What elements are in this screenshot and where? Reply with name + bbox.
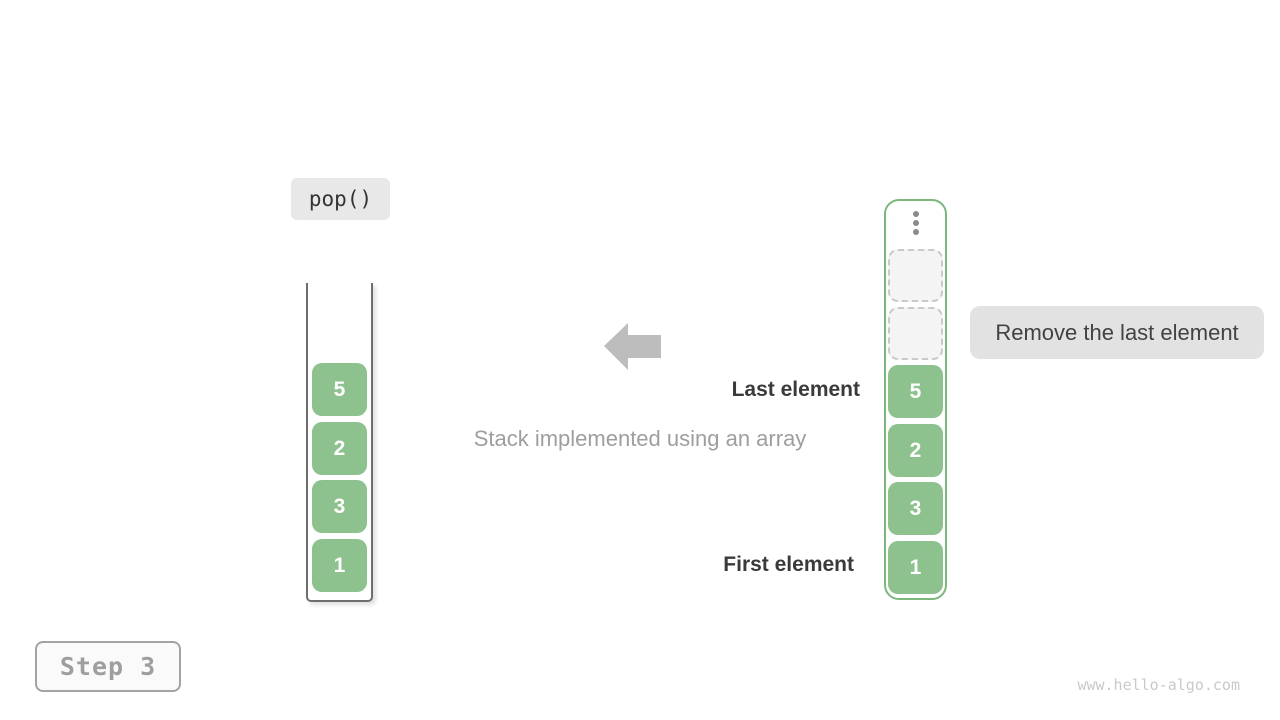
left-arrow-icon <box>602 322 662 377</box>
pop-operation-label: pop() <box>291 178 390 220</box>
array-element: 5 <box>888 365 943 418</box>
stack-element: 3 <box>312 480 367 533</box>
array-container: 5 2 3 1 <box>884 199 947 600</box>
diagram-caption: Stack implemented using an array <box>473 426 807 451</box>
empty-slot <box>888 307 943 360</box>
vertical-ellipsis-icon <box>886 211 945 235</box>
stack-element: 1 <box>312 539 367 592</box>
array-element: 2 <box>888 424 943 477</box>
watermark: www.hello-algo.com <box>1077 676 1240 694</box>
stack-element: 5 <box>312 363 367 416</box>
first-element-label: First element <box>723 553 854 576</box>
array-element: 3 <box>888 482 943 535</box>
empty-slot <box>888 249 943 302</box>
array-element: 1 <box>888 541 943 594</box>
step-badge: Step 3 <box>35 641 181 692</box>
remove-annotation: Remove the last element <box>970 306 1264 359</box>
stack-container: 5 2 3 1 <box>306 283 373 602</box>
last-element-label: Last element <box>731 378 860 401</box>
stack-element: 2 <box>312 422 367 475</box>
